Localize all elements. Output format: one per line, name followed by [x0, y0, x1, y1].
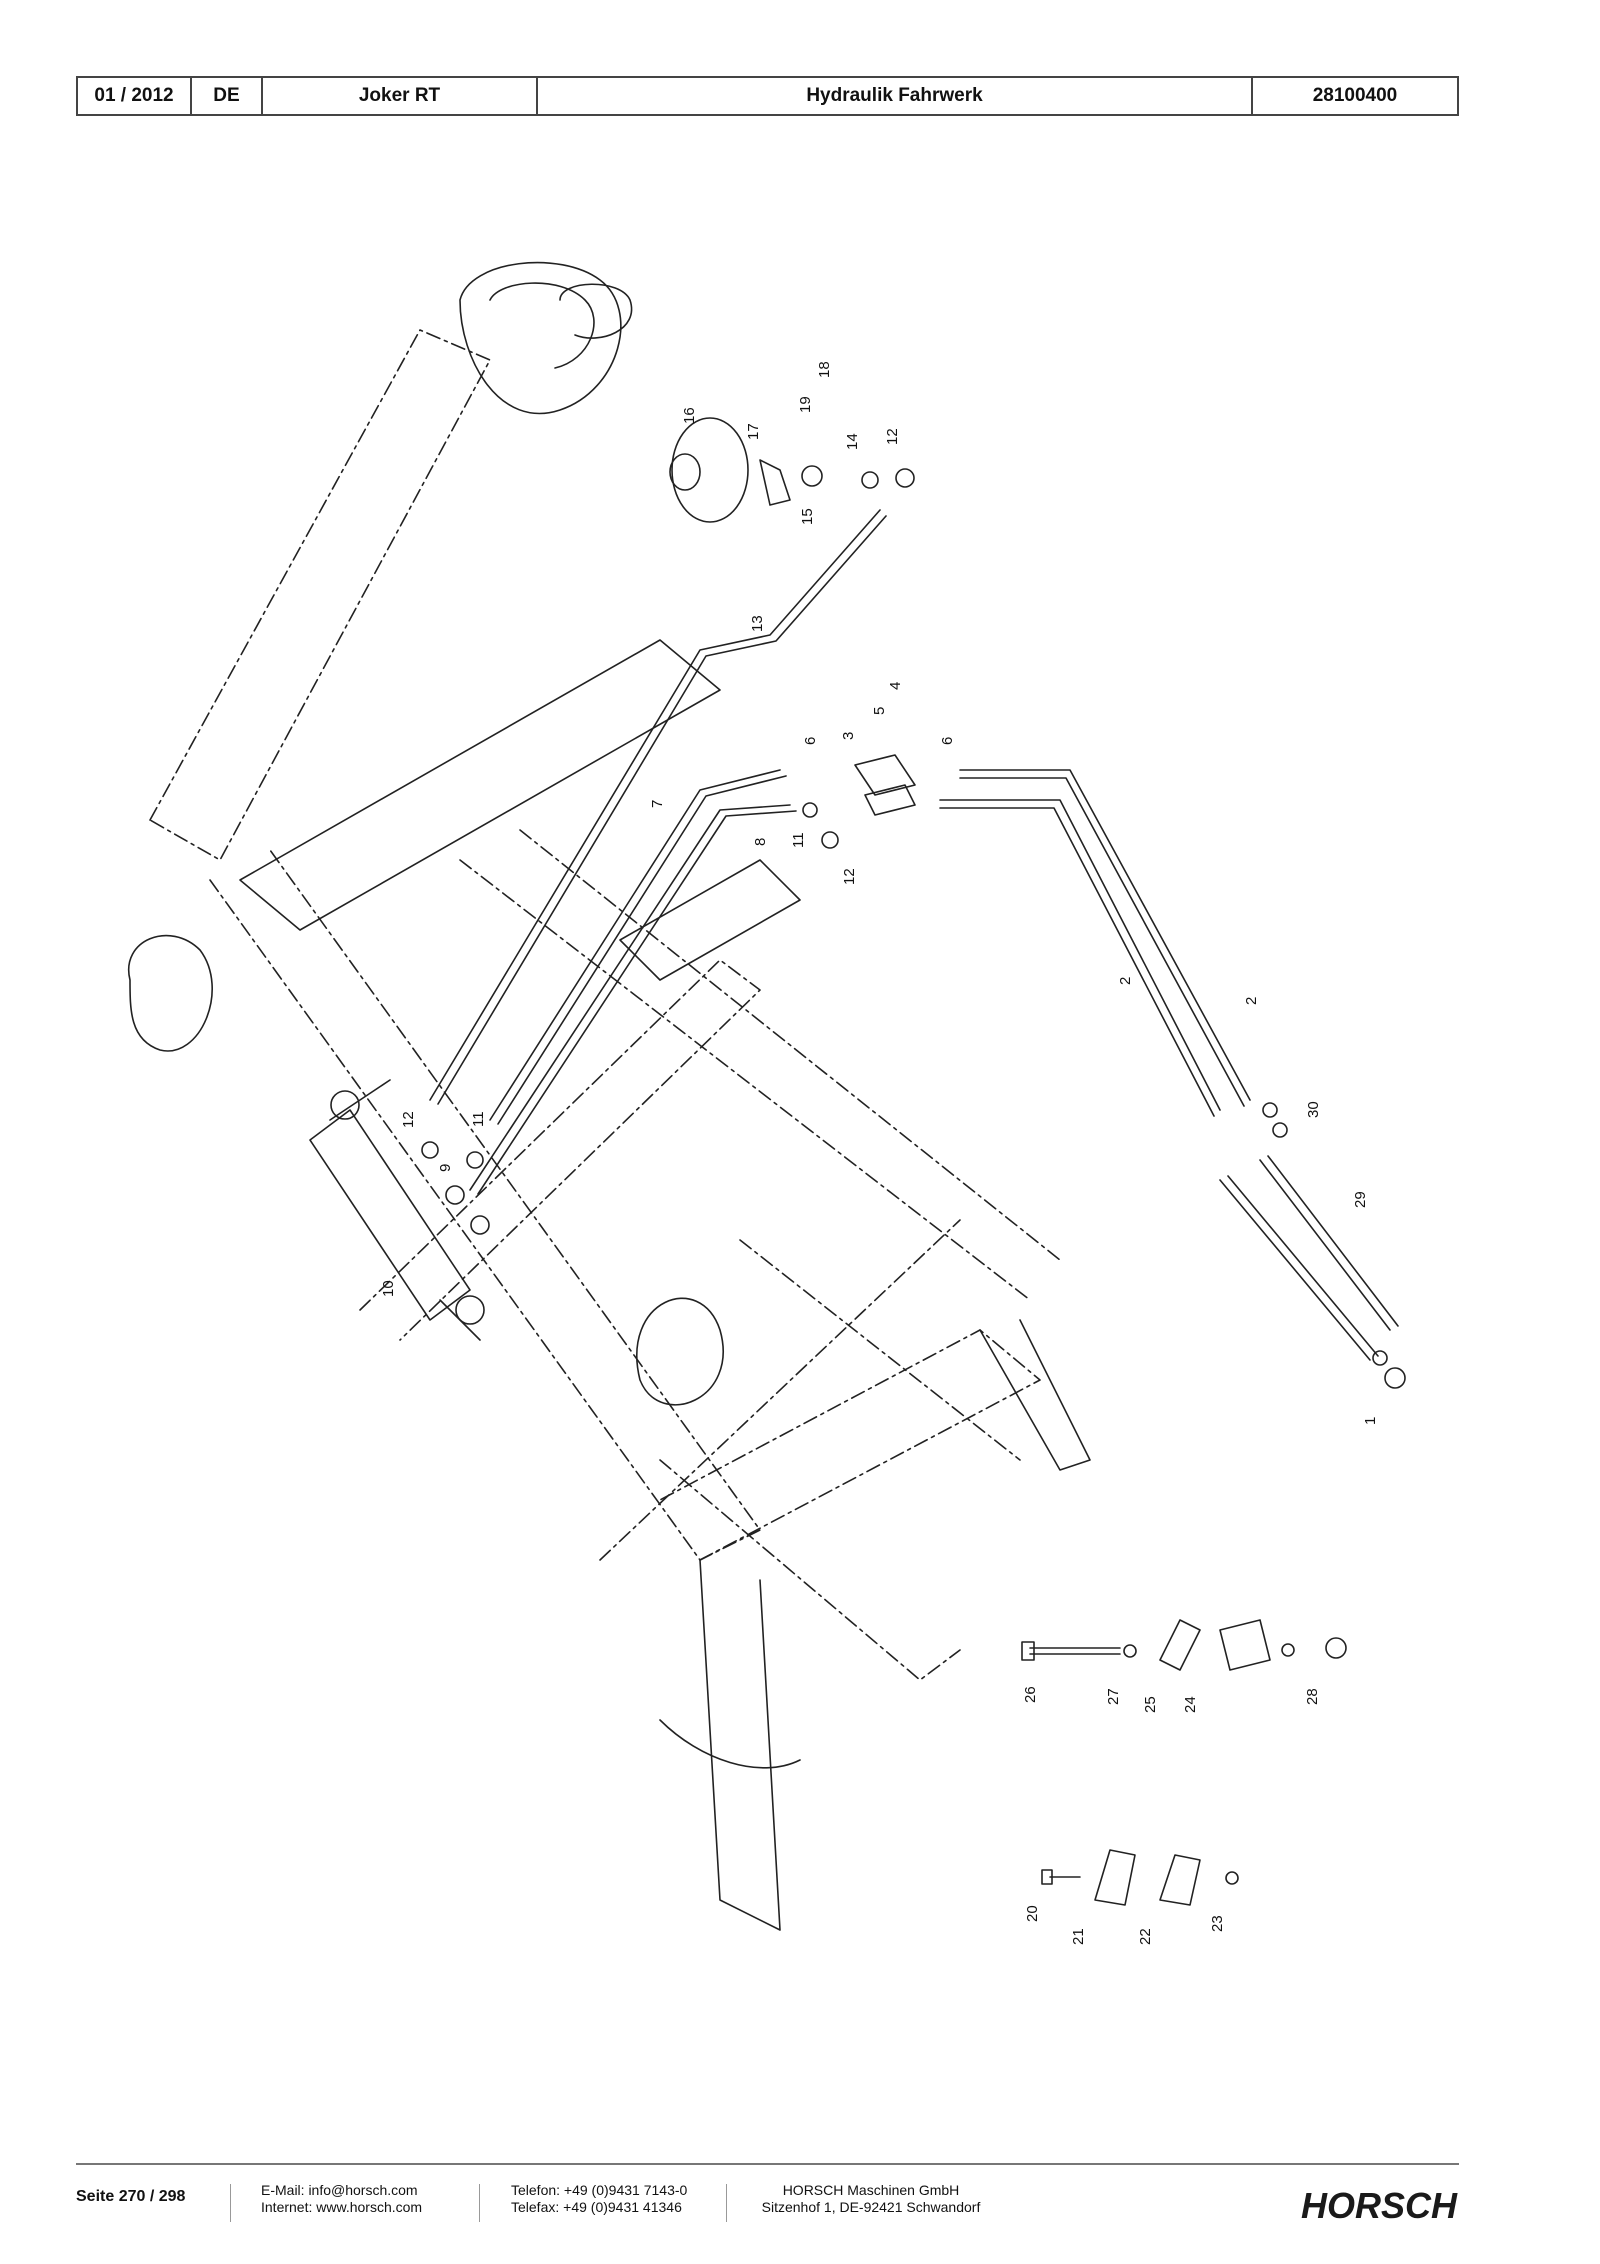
footer-address: Sitzenhof 1, DE-92421 Schwandorf: [761, 2199, 981, 2215]
callout-27: 27: [1105, 1688, 1122, 1705]
footer-divider: [479, 2184, 480, 2222]
callout-5: 5: [871, 707, 888, 715]
callout-29: 29: [1352, 1191, 1369, 1208]
callout-2b: 2: [1243, 997, 1260, 1005]
header-date: 01 / 2012: [78, 78, 192, 114]
callouts: 1 2 2 3 4 5 6 6 7 8 9 10 11 11 12 12 12 …: [380, 361, 1379, 1945]
callout-11a: 11: [470, 1111, 487, 1127]
header-title: Hydraulik Fahrwerk: [538, 78, 1253, 114]
callout-4: 4: [887, 682, 904, 690]
callout-15: 15: [799, 508, 816, 525]
fittings-9-11-12: [421, 802, 839, 1235]
hose-29: [1219, 1155, 1399, 1361]
hose-2: [939, 769, 1251, 1117]
footer-company: HORSCH Maschinen GmbH: [782, 2182, 960, 2198]
callout-24: 24: [1182, 1696, 1199, 1713]
callout-3: 3: [840, 732, 857, 740]
accumulator-16: [669, 417, 915, 523]
footer-email: E-Mail: info@horsch.com: [261, 2182, 418, 2198]
callout-12c: 12: [884, 428, 901, 445]
callout-30: 30: [1305, 1101, 1322, 1118]
callout-7: 7: [649, 800, 666, 808]
valve-block-3: [854, 754, 916, 816]
header-doc-number: 28100400: [1312, 85, 1398, 106]
footer: Seite 270 / 298 E-Mail: info@horsch.com …: [76, 2180, 1459, 2230]
footer-company-block: HORSCH Maschinen GmbH Sitzenhof 1, DE-92…: [761, 2182, 981, 2216]
logo-text: HORSCH: [1301, 2185, 1458, 2226]
callout-22: 22: [1137, 1928, 1154, 1945]
clamp-assembly-20-23: [1041, 1849, 1239, 1906]
fitting-30: [1262, 1102, 1288, 1138]
footer-contact-phone: Telefon: +49 (0)9431 7143-0 Telefax: +49…: [511, 2182, 687, 2216]
header-model: Joker RT: [263, 78, 538, 114]
footer-divider: [230, 2184, 231, 2222]
footer-divider: [726, 2184, 727, 2222]
callout-12a: 12: [400, 1111, 417, 1128]
callout-23: 23: [1209, 1915, 1226, 1932]
callout-2a: 2: [1117, 977, 1134, 985]
hose-13: [429, 509, 887, 1105]
callout-1: 1: [1362, 1417, 1379, 1425]
callout-28: 28: [1304, 1688, 1321, 1705]
footer-rule: [76, 2163, 1459, 2165]
header-table: 01 / 2012 DE Joker RT Hydraulik Fahrwerk…: [76, 76, 1459, 116]
header-language: DE: [192, 78, 263, 114]
cylinder-10: [309, 1079, 485, 1341]
callout-20: 20: [1024, 1905, 1041, 1922]
callout-6b: 6: [939, 737, 956, 745]
callout-25: 25: [1142, 1696, 1159, 1713]
callout-9: 9: [437, 1164, 454, 1172]
fitting-1: [1372, 1350, 1406, 1389]
callout-26: 26: [1022, 1686, 1039, 1703]
footer-telefon: Telefon: +49 (0)9431 7143-0: [511, 2182, 688, 2198]
footer-telefax: Telefax: +49 (0)9431 41346: [511, 2199, 682, 2215]
callout-17: 17: [745, 423, 762, 440]
callout-8: 8: [752, 838, 769, 846]
page-number: Seite 270 / 298: [76, 2188, 186, 2205]
hose-7: [489, 769, 787, 1125]
callout-18: 18: [816, 361, 833, 378]
footer-contact-web: E-Mail: info@horsch.com Internet: www.ho…: [261, 2182, 422, 2216]
bolt-assembly-24-28: [1021, 1619, 1347, 1671]
footer-internet: Internet: www.horsch.com: [261, 2199, 423, 2215]
callout-14: 14: [844, 433, 861, 450]
callout-16: 16: [681, 407, 698, 424]
callout-6a: 6: [802, 737, 819, 745]
frame-outline: [149, 329, 1061, 1681]
callout-21: 21: [1070, 1928, 1087, 1945]
callout-19: 19: [797, 396, 814, 413]
horsch-logo: HORSCH: [1301, 2185, 1458, 2226]
frame-solid: [127, 261, 1091, 1931]
hose-8: [469, 804, 797, 1195]
callout-11b: 11: [790, 832, 807, 848]
callout-13: 13: [749, 615, 766, 632]
callout-10: 10: [380, 1280, 397, 1297]
callout-12b: 12: [841, 868, 858, 885]
